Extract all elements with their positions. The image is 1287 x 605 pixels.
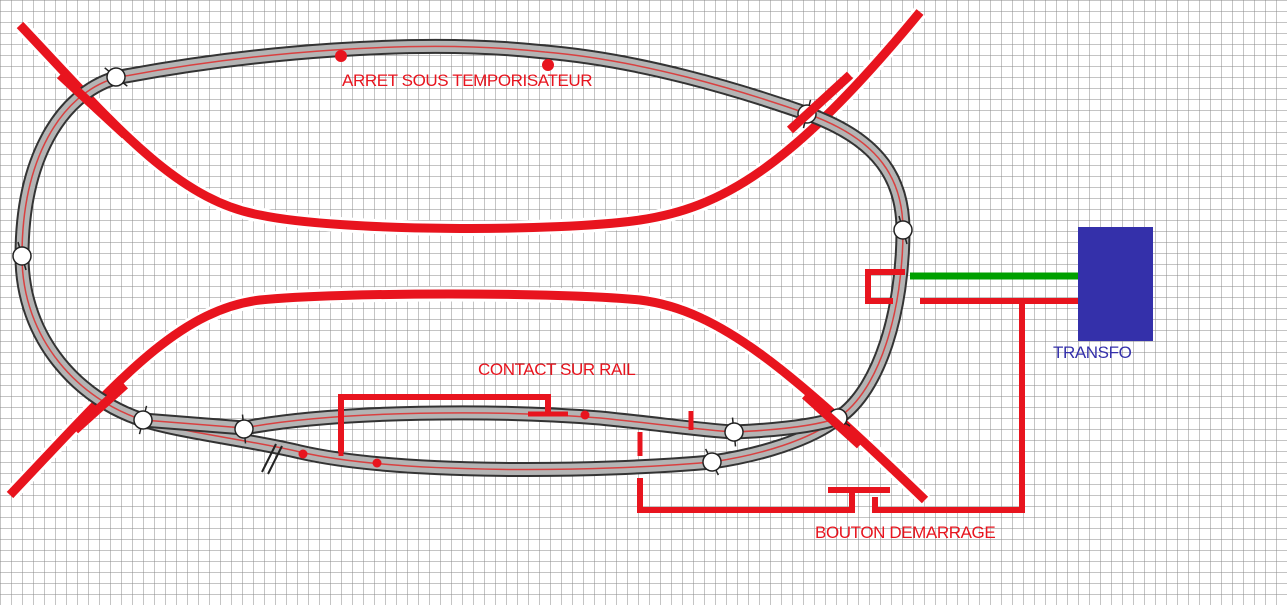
start-button-leg	[637, 478, 855, 513]
label-stop-timer: ARRET SOUS TEMPORISATEUR	[342, 71, 592, 90]
transformer-box	[1078, 227, 1153, 341]
label-start-button: BOUTON DEMARRAGE	[815, 523, 995, 542]
rail-joiner-icon	[133, 405, 153, 435]
rail-contact-wire	[338, 394, 551, 452]
isolating-gap-icon	[261, 443, 283, 475]
track-main-loop	[14, 38, 911, 478]
label-transformer: TRANSFO	[1053, 343, 1132, 362]
rail-joiner-icon	[893, 215, 913, 245]
rail-joiner-icon	[12, 241, 32, 271]
stop-point-icon	[298, 50, 590, 468]
feeder-wire-track	[865, 269, 905, 304]
x-left-upper	[16, 9, 924, 233]
label-rail-contact: CONTACT SUR RAIL	[478, 360, 635, 379]
return-wire-down	[872, 301, 1025, 513]
x-lower	[6, 289, 929, 504]
rail-joiner-icon	[234, 414, 254, 444]
wiring	[338, 269, 1078, 513]
rail-joiner-icon	[724, 417, 744, 447]
rail-joiners	[12, 67, 913, 476]
rail-joiner-icon	[104, 67, 128, 87]
cross-marks	[4, 7, 931, 506]
rail-joiner-icon	[702, 448, 722, 476]
